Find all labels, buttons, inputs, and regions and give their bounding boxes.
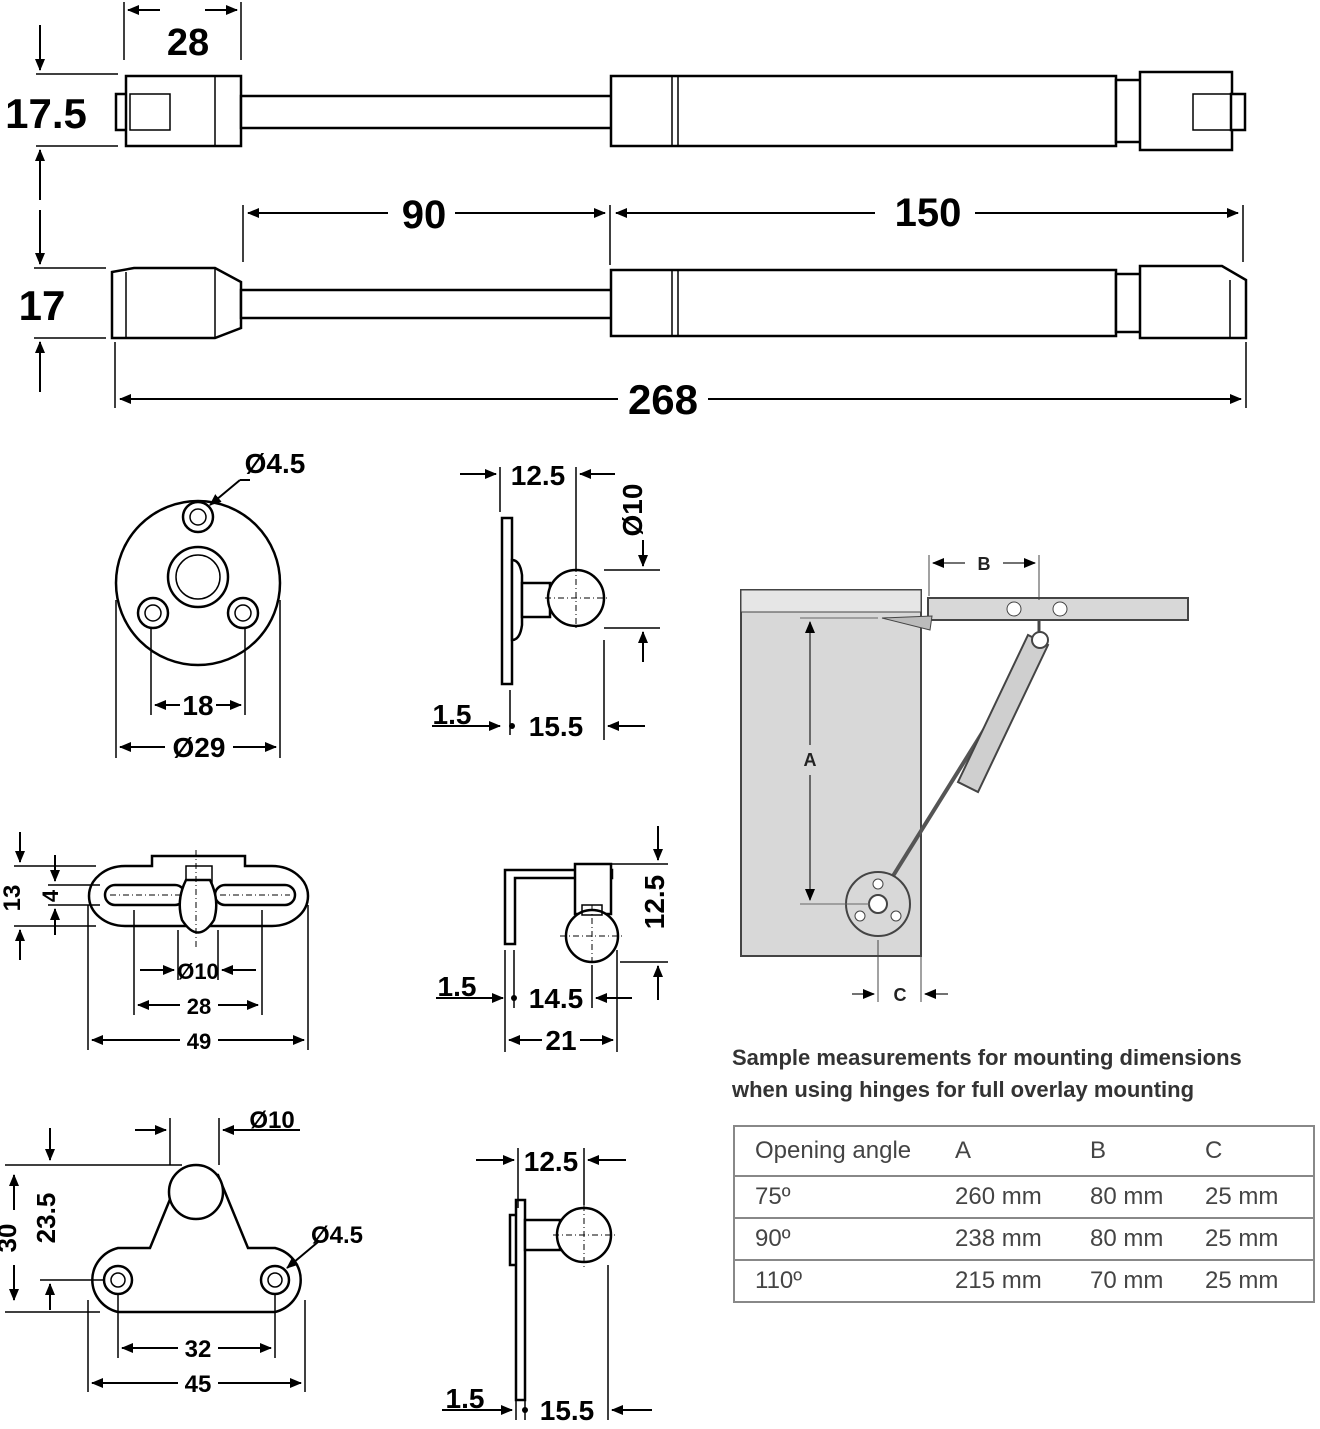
- dim-32: 32: [185, 1336, 212, 1363]
- dim-28-b: 28: [187, 994, 211, 1019]
- dim-12-5-c: 12.5: [524, 1146, 579, 1177]
- dim-14-5: 14.5: [529, 983, 584, 1014]
- ball-stud-side-2: 12.5 1.5 15.5: [442, 1146, 652, 1426]
- dim-90: 90: [402, 193, 447, 237]
- gas-strut-bottom: 90 150 17 268: [19, 191, 1248, 423]
- table-row: 75º 260 mm 80 mm 25 mm: [734, 1175, 1314, 1219]
- dim-49: 49: [187, 1029, 211, 1054]
- sample-measurements-table: Opening angle A B C 75º 260 mm 80 mm 25 …: [733, 1125, 1315, 1303]
- header-c: C: [1185, 1125, 1314, 1177]
- dim-13: 13: [0, 885, 26, 912]
- label-a: A: [804, 750, 817, 770]
- dim-12-5-b: 12.5: [639, 875, 670, 930]
- ball-stud-side-1: 12.5 Ø10 1.5 15.5: [432, 460, 660, 742]
- sample-title-line-1: Sample measurements for mounting dimensi…: [732, 1045, 1242, 1070]
- dim-28: 28: [167, 22, 209, 64]
- header-a: A: [935, 1125, 1070, 1177]
- dim-18: 18: [182, 690, 213, 721]
- cell-a: 215 mm: [935, 1259, 1070, 1303]
- table-row: 90º 238 mm 80 mm 25 mm: [734, 1217, 1314, 1261]
- dim-17-5: 17.5: [5, 90, 87, 137]
- dim-ball-10-a: Ø10: [617, 484, 648, 537]
- dim-ball-10-b: Ø10: [177, 959, 219, 984]
- triangle-mounting-plate: Ø10 Ø4.5 30 23.5 32 45: [0, 1107, 363, 1398]
- dim-21: 21: [545, 1025, 576, 1056]
- cell-angle: 90º: [734, 1217, 935, 1261]
- slotted-mounting-plate: 13 4 Ø10 28 49: [0, 832, 310, 1054]
- dim-ball-10-c: Ø10: [249, 1107, 294, 1134]
- cell-c: 25 mm: [1185, 1259, 1314, 1303]
- dim-45: 45: [185, 1371, 212, 1398]
- dim-150: 150: [895, 191, 962, 235]
- cell-c: 25 mm: [1185, 1175, 1314, 1219]
- dim-hole-4-5-b: Ø4.5: [311, 1222, 363, 1249]
- dim-17: 17: [19, 282, 66, 329]
- sample-measurements-title: Sample measurements for mounting dimensi…: [732, 1042, 1320, 1106]
- cell-b: 80 mm: [1070, 1217, 1185, 1261]
- label-b: B: [978, 554, 991, 574]
- dim-1-5-b: 1.5: [438, 971, 477, 1002]
- cell-angle: 110º: [734, 1259, 935, 1303]
- table-row: 110º 215 mm 70 mm 25 mm: [734, 1259, 1314, 1303]
- dim-1-5-a: 1.5: [433, 699, 472, 730]
- header-b: B: [1070, 1125, 1185, 1177]
- dim-4: 4: [38, 889, 63, 902]
- cell-b: 70 mm: [1070, 1259, 1185, 1303]
- cell-angle: 75º: [734, 1175, 935, 1219]
- round-mounting-plate: Ø4.5 18 Ø29: [114, 448, 306, 763]
- header-opening-angle: Opening angle: [734, 1125, 935, 1177]
- dim-12-5-a: 12.5: [511, 460, 566, 491]
- cell-a: 260 mm: [935, 1175, 1070, 1219]
- dim-hole-4-5: Ø4.5: [245, 448, 306, 479]
- dim-30: 30: [0, 1224, 22, 1253]
- angle-bracket-side: 12.5 1.5 14.5 21: [436, 826, 670, 1056]
- mounting-diagram: A B C: [740, 554, 1189, 1005]
- sample-title-line-2: when using hinges for full overlay mount…: [732, 1077, 1195, 1102]
- table-header-row: Opening angle A B C: [734, 1125, 1314, 1177]
- label-c: C: [894, 985, 907, 1005]
- dim-15-5-b: 15.5: [540, 1395, 595, 1426]
- dim-23-5: 23.5: [31, 1193, 61, 1244]
- gas-strut-top: 28 17.5: [5, 2, 1247, 200]
- cell-a: 238 mm: [935, 1217, 1070, 1261]
- cell-c: 25 mm: [1185, 1217, 1314, 1261]
- cell-b: 80 mm: [1070, 1175, 1185, 1219]
- dim-29: Ø29: [173, 732, 226, 763]
- dim-1-5-c: 1.5: [446, 1383, 485, 1414]
- dim-15-5-a: 15.5: [529, 711, 584, 742]
- dim-268: 268: [628, 376, 698, 423]
